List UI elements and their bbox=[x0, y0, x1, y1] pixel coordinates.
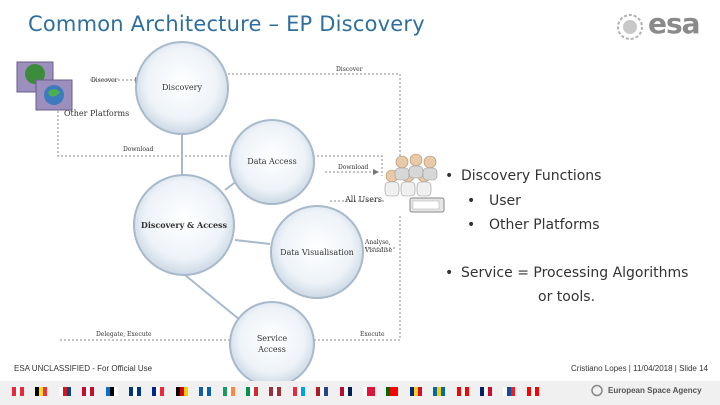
bullet-other-platforms: •Other Platforms bbox=[467, 217, 600, 233]
node-data-visualisation-label: Data Visualisation bbox=[280, 248, 354, 257]
slide-title: Common Architecture – EP Discovery bbox=[28, 12, 425, 36]
flag-icon bbox=[316, 387, 329, 396]
analyse-label-1: Analyse, bbox=[364, 239, 391, 246]
flag-icon bbox=[409, 387, 422, 396]
flag-icon bbox=[199, 387, 212, 396]
flag-icon bbox=[12, 387, 24, 396]
node-data-access-label: Data Access bbox=[247, 157, 296, 166]
bullet-discovery-functions-text: Discovery Functions bbox=[461, 168, 602, 184]
flag-icon bbox=[456, 387, 469, 396]
download-right-label: Download bbox=[338, 164, 369, 171]
execute-arrow bbox=[314, 215, 401, 341]
node-service-access-label-1: Service bbox=[257, 334, 288, 343]
esa-agency-icon bbox=[591, 384, 603, 397]
bullet-service-cont: or tools. bbox=[538, 289, 596, 305]
dotted-connectors bbox=[57, 73, 401, 341]
other-platforms-label: Other Platforms bbox=[64, 109, 129, 118]
flag-icon bbox=[152, 387, 165, 396]
flag-icon bbox=[339, 387, 352, 396]
flag-icon bbox=[175, 387, 188, 396]
node-data-visualisation: Data Visualisation bbox=[270, 205, 364, 299]
bullet-service: •Service = Processing Algorithms bbox=[445, 265, 689, 281]
download-left-label: Download bbox=[123, 146, 154, 153]
agency-name: European Space Agency bbox=[608, 386, 702, 395]
flag-icon bbox=[292, 387, 305, 396]
esa-logo-text: esa bbox=[648, 7, 701, 40]
flag-icon bbox=[246, 387, 258, 396]
bullet-user-text: User bbox=[489, 193, 521, 209]
flag-icon bbox=[526, 387, 539, 396]
discover-top-label: Discover bbox=[336, 66, 363, 73]
bullet-user: •User bbox=[467, 193, 521, 209]
flag-icon bbox=[82, 387, 95, 396]
bullet-service-text: Service = Processing Algorithms bbox=[461, 265, 689, 281]
flag-icon bbox=[503, 387, 516, 396]
node-discovery: Discovery bbox=[135, 41, 229, 135]
globe-window-icon bbox=[16, 61, 73, 111]
node-discovery-access: Discovery & Access bbox=[133, 174, 235, 276]
classification-label: ESA UNCLASSIFIED - For Official Use bbox=[14, 364, 153, 373]
delegate-execute-label: Delegate, Execute bbox=[96, 331, 152, 338]
flag-icon bbox=[105, 387, 118, 396]
flag-bar bbox=[0, 381, 720, 405]
users-group-icon bbox=[384, 153, 445, 213]
bullet-discovery-functions: •Discovery Functions bbox=[445, 168, 602, 184]
slide-info: Cristiano Lopes | 11/04/2018 | Slide 14 bbox=[571, 364, 708, 373]
flag-icon bbox=[129, 387, 141, 396]
node-discovery-label: Discovery bbox=[162, 83, 202, 92]
flag-icon bbox=[222, 387, 235, 396]
node-service-access-label-2: Access bbox=[257, 345, 286, 354]
flag-icon bbox=[58, 387, 71, 396]
flag-icon bbox=[480, 387, 492, 396]
flag-icon bbox=[433, 387, 446, 396]
discover-loop-top bbox=[220, 73, 401, 176]
node-service-access: Service Access bbox=[229, 301, 315, 387]
flag-icon bbox=[386, 387, 399, 396]
execute-label: Execute bbox=[360, 331, 385, 338]
node-data-access: Data Access bbox=[229, 119, 315, 205]
esa-logo bbox=[617, 14, 643, 40]
flag-icon bbox=[363, 387, 375, 396]
bullet-other-platforms-text: Other Platforms bbox=[489, 217, 600, 233]
flag-icon bbox=[269, 387, 282, 396]
all-users-label: All Users bbox=[344, 195, 382, 204]
discover-left-label: Discover bbox=[91, 77, 118, 84]
analyse-label-2: Visualise bbox=[364, 247, 393, 254]
node-discovery-access-label: Discovery & Access bbox=[141, 220, 228, 230]
flag-icon bbox=[35, 387, 48, 396]
